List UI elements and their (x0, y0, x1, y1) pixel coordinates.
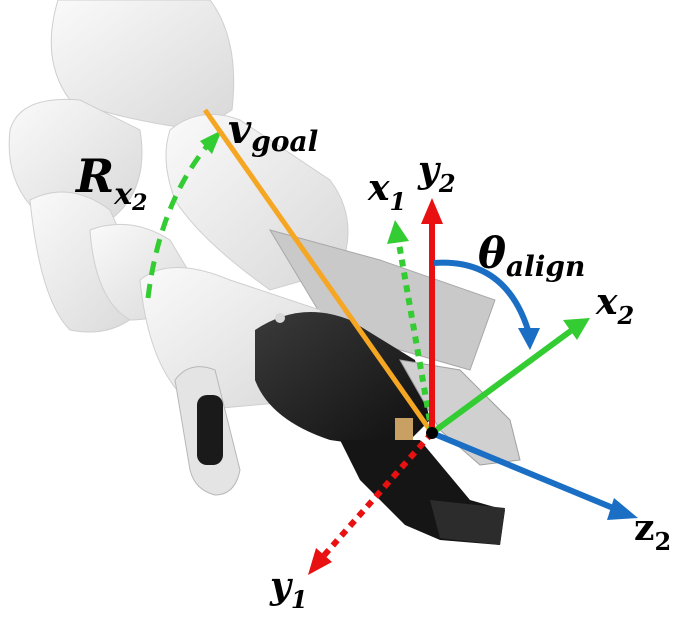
align-arc-arrowhead (518, 328, 540, 350)
frame1-x-axis (395, 237, 435, 434)
label-theta: θalign (478, 229, 585, 283)
robot-upper-link (50, 0, 235, 131)
label-z2: z2 (634, 507, 671, 556)
label-y1: y1 (269, 565, 308, 614)
rotation-arc-arrowhead (200, 130, 222, 154)
label-rotation: Rx2 (74, 149, 147, 216)
frame1-y-arrowhead (308, 548, 332, 575)
frame-origin-dot (426, 427, 438, 439)
status-led (275, 313, 285, 323)
camera-lens (197, 395, 223, 465)
frame2-z-axis (430, 430, 620, 513)
robot-arm-illustration (8, 0, 521, 545)
frame2-y-arrowhead (421, 198, 443, 224)
align-arc (433, 259, 531, 331)
label-goal: vgoal (228, 106, 318, 158)
gripper-pad-lower (430, 500, 505, 545)
gripper-bolt (395, 418, 413, 440)
label-x2: x2 (595, 281, 634, 330)
frame2-x-arrowhead (563, 318, 590, 340)
frame2-z-arrowhead (607, 498, 638, 520)
label-x1: x1 (367, 167, 406, 216)
label-y2: y2 (417, 149, 456, 198)
frame1-y-axis (317, 431, 435, 562)
frame1-x-arrowhead (387, 220, 409, 244)
frame2-x-axis (430, 327, 574, 436)
gripper-body (255, 312, 430, 450)
goal-vector-line (202, 108, 435, 435)
